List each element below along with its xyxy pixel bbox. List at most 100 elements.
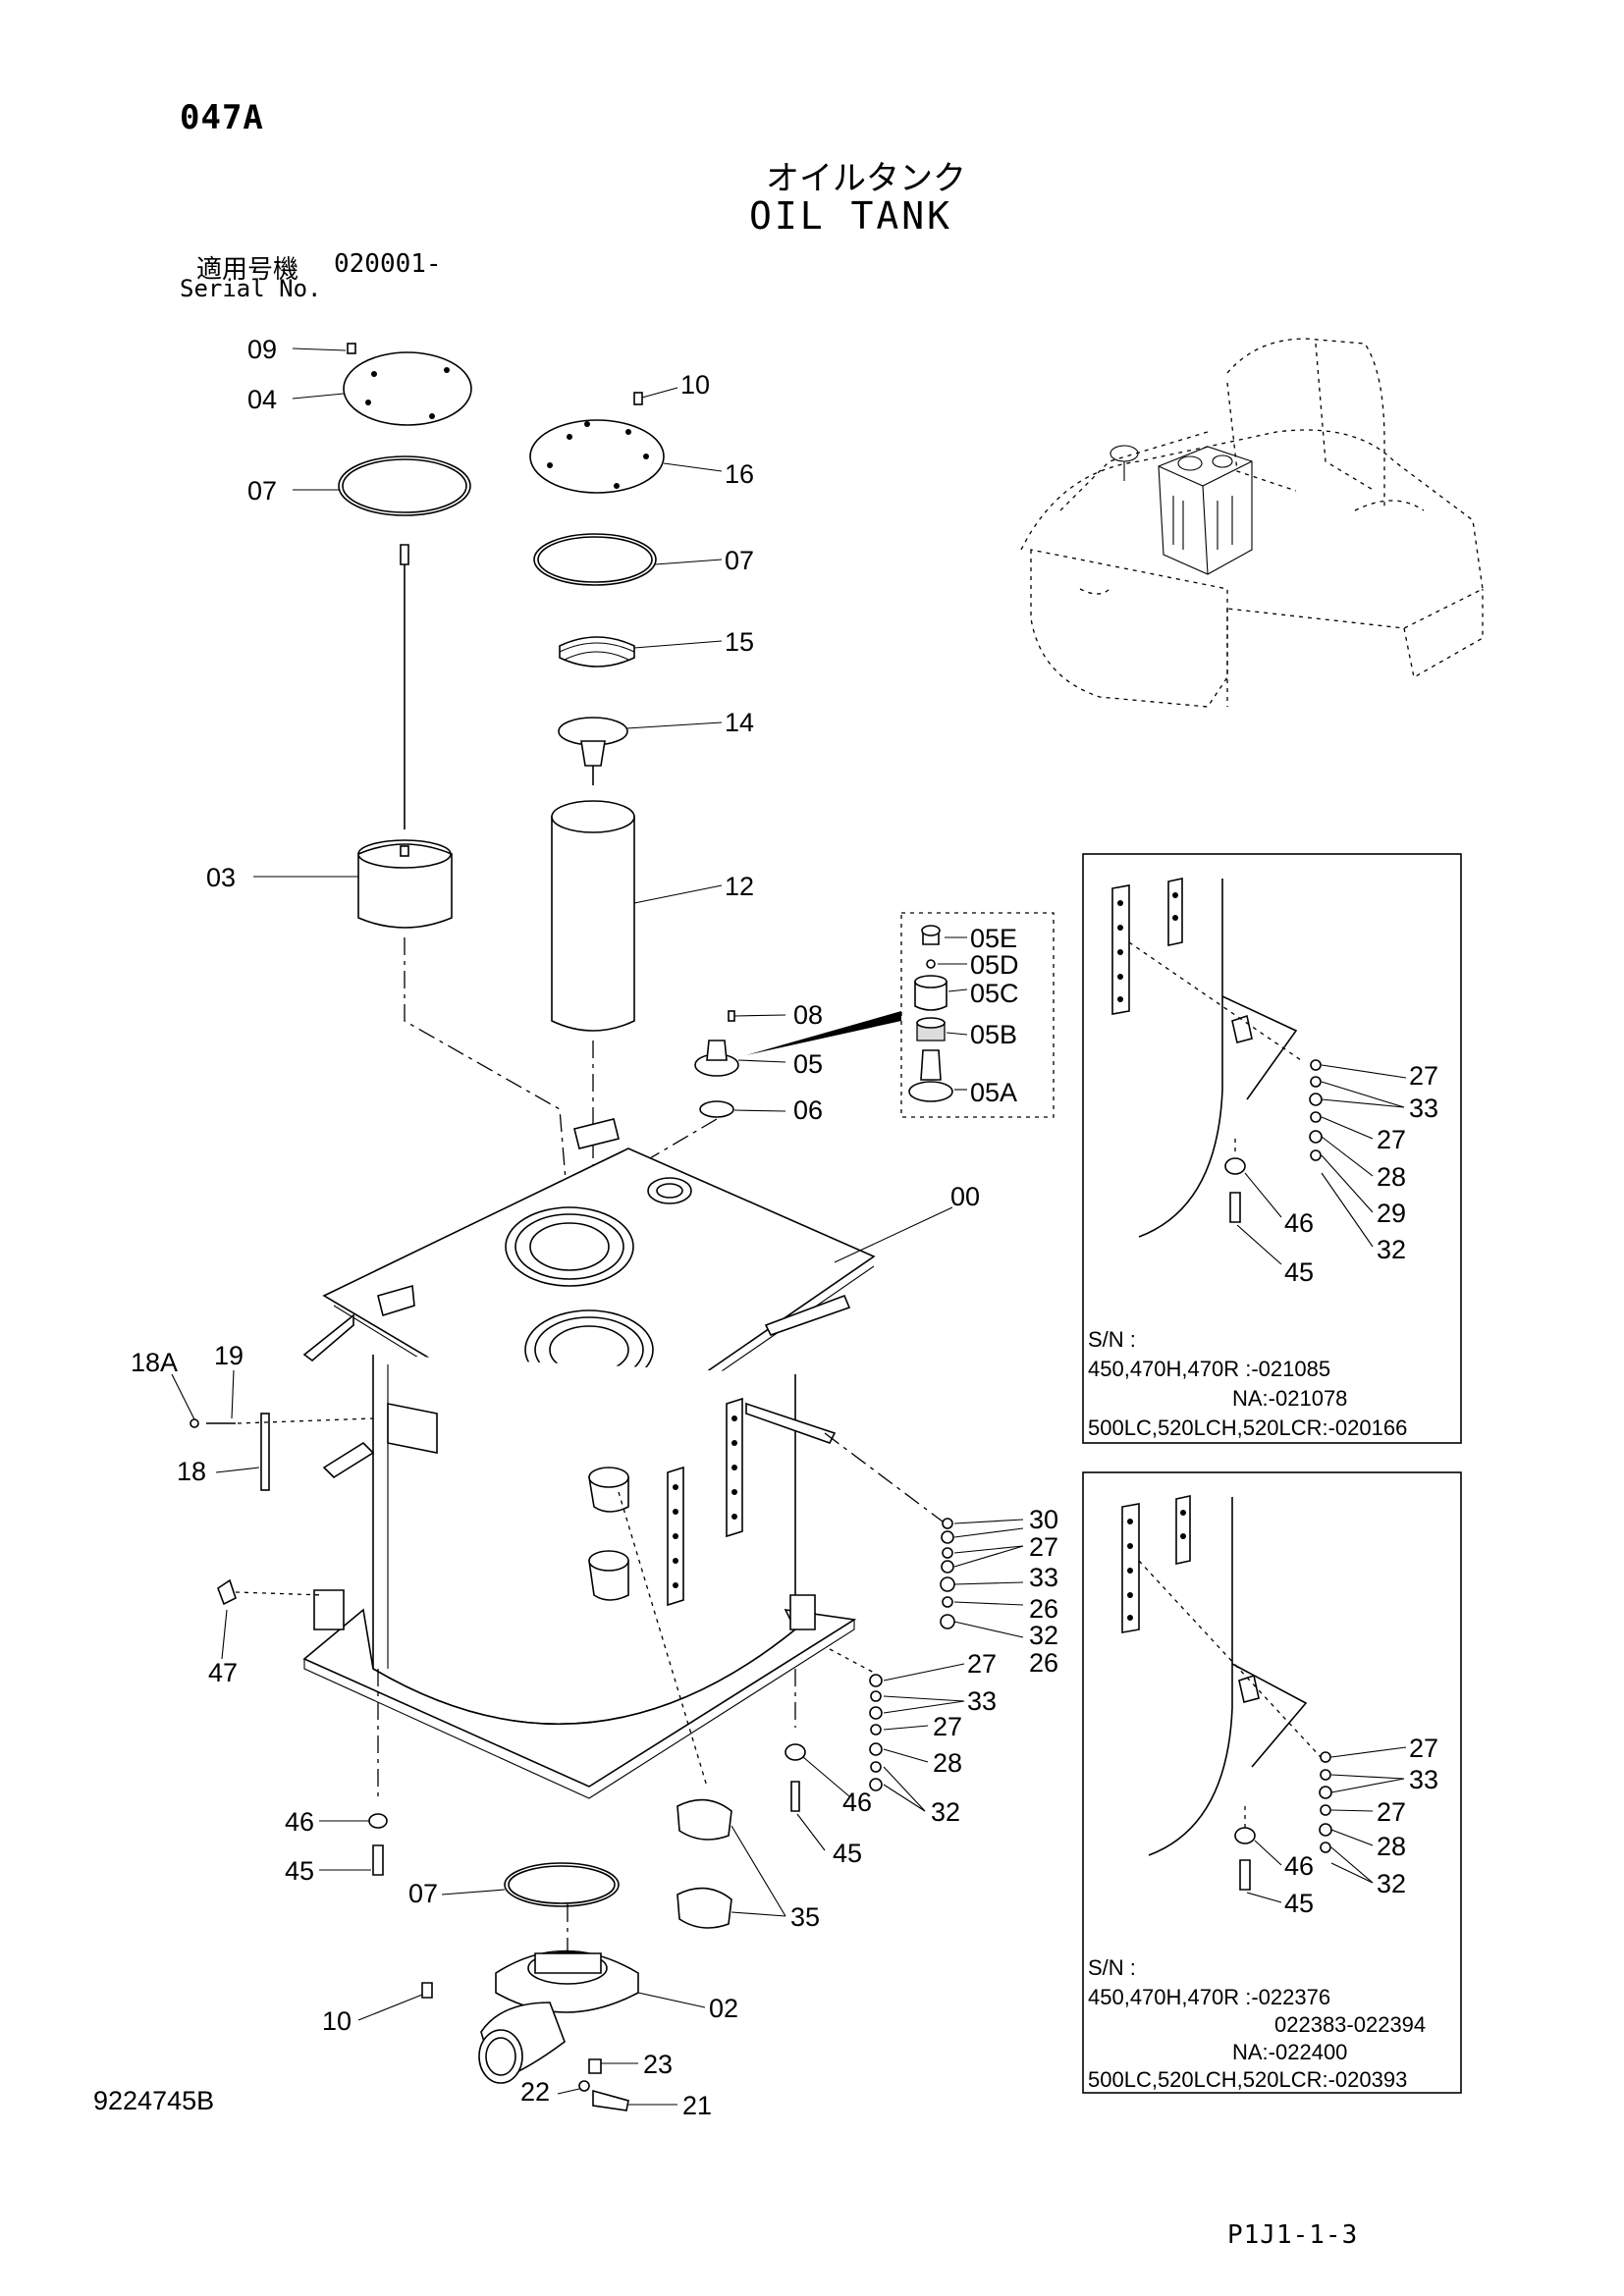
inspection-cover-assembly (253, 343, 570, 1228)
callout-33: 33 (1029, 1563, 1058, 1592)
inset-1-labels: 27 33 27 28 29 32 46 45 S/N : 450,470H,4… (1088, 1061, 1438, 1440)
inset2-sn-line: 500LC,520LCH,520LCR:-020393 (1088, 2067, 1407, 2092)
inset1-sn-line: NA:-021078 (1232, 1386, 1347, 1411)
callout-05E: 05E (970, 924, 1017, 953)
base-05A (908, 1081, 953, 1102)
bolt-10-top (633, 392, 643, 405)
callout-35: 35 (790, 1902, 820, 1932)
valve-21 (592, 2089, 629, 2111)
title-english: OIL TANK (749, 194, 953, 238)
inset1-sn-line: 500LC,520LCH,520LCR:-020166 (1088, 1415, 1407, 1440)
inset2-sn-line: 450,470H,470R :-022376 (1088, 1985, 1330, 2009)
left-side-fittings (171, 1369, 374, 1660)
callout-07: 07 (408, 1879, 438, 1908)
inset2-callout-28: 28 (1377, 1832, 1406, 1861)
cover-16 (529, 419, 665, 494)
callout-45: 45 (833, 1839, 862, 1868)
callout-labels: 09 04 07 10 16 07 15 14 03 12 05E 05D 05… (131, 335, 1058, 2120)
bolt-10-bottom (421, 1982, 433, 1999)
inset2-callout-27: 27 (1409, 1734, 1438, 1763)
callout-08: 08 (793, 1000, 823, 1030)
callout-21: 21 (682, 2091, 712, 2120)
o-ring-07-bottom (504, 1862, 620, 1907)
callout-07: 07 (725, 546, 754, 575)
callout-16: 16 (725, 459, 754, 489)
inset1-callout-27: 27 (1409, 1061, 1438, 1091)
gauge-18 (260, 1413, 270, 1491)
inset-box-1 (1082, 853, 1462, 1444)
inset2-sn-label: S/N : (1088, 1955, 1136, 1980)
inset1-sn-line: 450,470H,470R :-021085 (1088, 1357, 1330, 1381)
callout-05B: 05B (970, 1020, 1017, 1049)
grease-nipple-47 (217, 1578, 237, 1606)
callout-06: 06 (793, 1095, 823, 1125)
callout-32: 32 (1029, 1621, 1058, 1650)
inset2-sn-line: 022383-022394 (1274, 2012, 1426, 2037)
callout-47: 47 (208, 1658, 238, 1687)
serial-label-japanese: 適用号機 (196, 255, 299, 285)
callout-27: 27 (1029, 1532, 1058, 1562)
o-ring-07-top (338, 455, 471, 516)
serial-value: 020001- (334, 249, 442, 279)
screw-08 (728, 1010, 735, 1022)
washer-46 (368, 1813, 388, 1829)
callout-05A: 05A (970, 1078, 1017, 1107)
callout-26: 26 (1029, 1648, 1058, 1678)
callout-12: 12 (725, 872, 754, 901)
callout-27: 27 (967, 1649, 997, 1679)
title-japanese: オイルタンク (766, 159, 966, 198)
callout-18: 18 (177, 1457, 206, 1486)
callout-30: 30 (1029, 1505, 1058, 1534)
inset1-callout-45: 45 (1284, 1257, 1314, 1287)
bolt-09 (347, 343, 356, 354)
document-number: 9224745B (93, 2086, 215, 2115)
callout-27: 27 (933, 1712, 962, 1741)
filter-element-12 (551, 816, 635, 1032)
inset2-sn-line: NA:-022400 (1232, 2040, 1347, 2064)
clamp-35a (677, 1798, 732, 1841)
page-reference: P1J1-1-3 (1227, 2220, 1359, 2250)
callout-26: 26 (1029, 1594, 1058, 1624)
inset2-callout-27: 27 (1377, 1797, 1406, 1827)
filter-cover-assembly (529, 387, 723, 1394)
callout-14: 14 (725, 708, 754, 737)
callout-22: 22 (520, 2077, 550, 2107)
callout-45: 45 (285, 1856, 314, 1886)
inset-box-2 (1082, 1471, 1462, 2094)
inset2-callout-32: 32 (1377, 1869, 1406, 1898)
callout-18A: 18A (131, 1348, 178, 1377)
bolt-45 (372, 1844, 384, 1876)
callout-10: 10 (322, 2006, 352, 2036)
inset1-callout-33: 33 (1409, 1094, 1438, 1123)
o-ring-07-center (533, 533, 657, 586)
callout-32: 32 (931, 1797, 960, 1827)
inset1-callout-28: 28 (1377, 1162, 1406, 1192)
callout-46: 46 (285, 1807, 314, 1837)
callout-03: 03 (206, 863, 236, 892)
inset1-callout-27: 27 (1377, 1125, 1406, 1154)
callout-04: 04 (247, 385, 277, 414)
callout-46: 46 (842, 1788, 872, 1817)
callout-33: 33 (967, 1686, 997, 1716)
inset1-callout-32: 32 (1377, 1235, 1406, 1264)
callout-05D: 05D (970, 950, 1019, 980)
callout-05C: 05C (970, 979, 1019, 1008)
bottom-assembly (319, 1491, 786, 2111)
dipstick (400, 544, 409, 565)
o-ring-06 (699, 1100, 734, 1118)
clamp-35b (677, 1887, 732, 1929)
machine-location-illustration (1020, 338, 1484, 708)
callout-05: 05 (793, 1049, 823, 1079)
page-code: 047A (180, 98, 264, 137)
inset2-callout-46: 46 (1284, 1851, 1314, 1881)
inset1-callout-46: 46 (1284, 1208, 1314, 1238)
callout-02: 02 (709, 1994, 738, 2023)
plug-23 (588, 2058, 602, 2074)
callout-28: 28 (933, 1748, 962, 1778)
breather-assembly (632, 912, 1055, 1169)
oil-tank-00 (302, 1118, 953, 1799)
fitting-22 (578, 2080, 590, 2092)
clip-18A (189, 1418, 199, 1428)
right-side-hardware (785, 1432, 1024, 1851)
